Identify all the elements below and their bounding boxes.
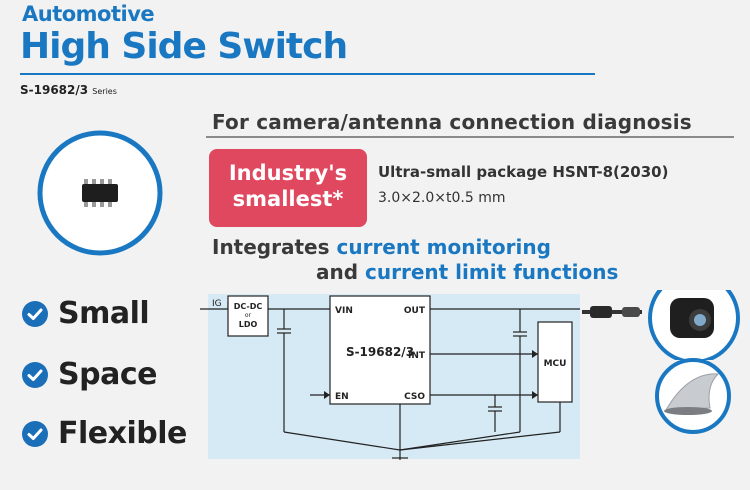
integrates-and: and [316, 260, 366, 284]
headline: For camera/antenna connection diagnosis [212, 110, 692, 134]
industry-smallest-badge: Industry's smallest* [209, 149, 367, 227]
dcdc-label-1: DC-DC [234, 302, 263, 311]
check-circle-icon [22, 361, 48, 388]
headline-divider [206, 136, 734, 138]
camera-device-image [582, 290, 740, 360]
series-suffix: Series [92, 87, 117, 96]
chip-package-image [37, 130, 163, 256]
integrates-line2: and current limit functions [316, 260, 618, 284]
part-number: S-19682/3 [20, 83, 89, 97]
pin-en: EN [335, 392, 349, 402]
check-circle-icon [22, 420, 48, 447]
dcdc-label-3: LDO [239, 320, 258, 329]
pin-vin: VIN [335, 306, 353, 316]
current-monitoring-text: current monitoring [336, 235, 551, 259]
package-dimensions: 3.0×2.0×t0.5 mm [378, 190, 506, 206]
check-circle-icon [22, 300, 48, 327]
pin-out: OUT [404, 306, 426, 316]
package-name: Ultra-small package HSNT-8(2030) [378, 163, 669, 181]
badge-line1: Industry's [228, 161, 348, 185]
pin-int: INT [408, 351, 426, 361]
integrates-prefix: Integrates [212, 235, 337, 259]
feature-space: Space [22, 357, 157, 392]
feature-label: Small [58, 296, 150, 331]
title-line2: High Side Switch [20, 26, 348, 67]
ig-label: IG [212, 299, 222, 309]
current-limit-text: current limit functions [365, 260, 619, 284]
title-divider [20, 73, 595, 75]
mcu-label: MCU [544, 359, 567, 369]
pin-cso: CSO [404, 392, 425, 402]
integrates-line1: Integrates current monitoring [212, 235, 551, 259]
feature-small: Small [22, 296, 150, 331]
part-series-label: S-19682/3 Series [20, 83, 117, 97]
antenna-device-image [655, 358, 731, 434]
badge-line2: smallest* [232, 187, 344, 211]
chip-icon [82, 179, 118, 207]
dcdc-label-2: or [245, 312, 252, 319]
feature-flexible: Flexible [22, 416, 187, 451]
ic-label: S-19682/3 [346, 345, 414, 359]
circuit-diagram: IG DC-DC or LDO S-19682/3 VIN OUT INT EN… [200, 294, 580, 460]
title-line1: Automotive [22, 2, 155, 26]
feature-label: Space [58, 357, 157, 392]
feature-label: Flexible [58, 416, 187, 451]
